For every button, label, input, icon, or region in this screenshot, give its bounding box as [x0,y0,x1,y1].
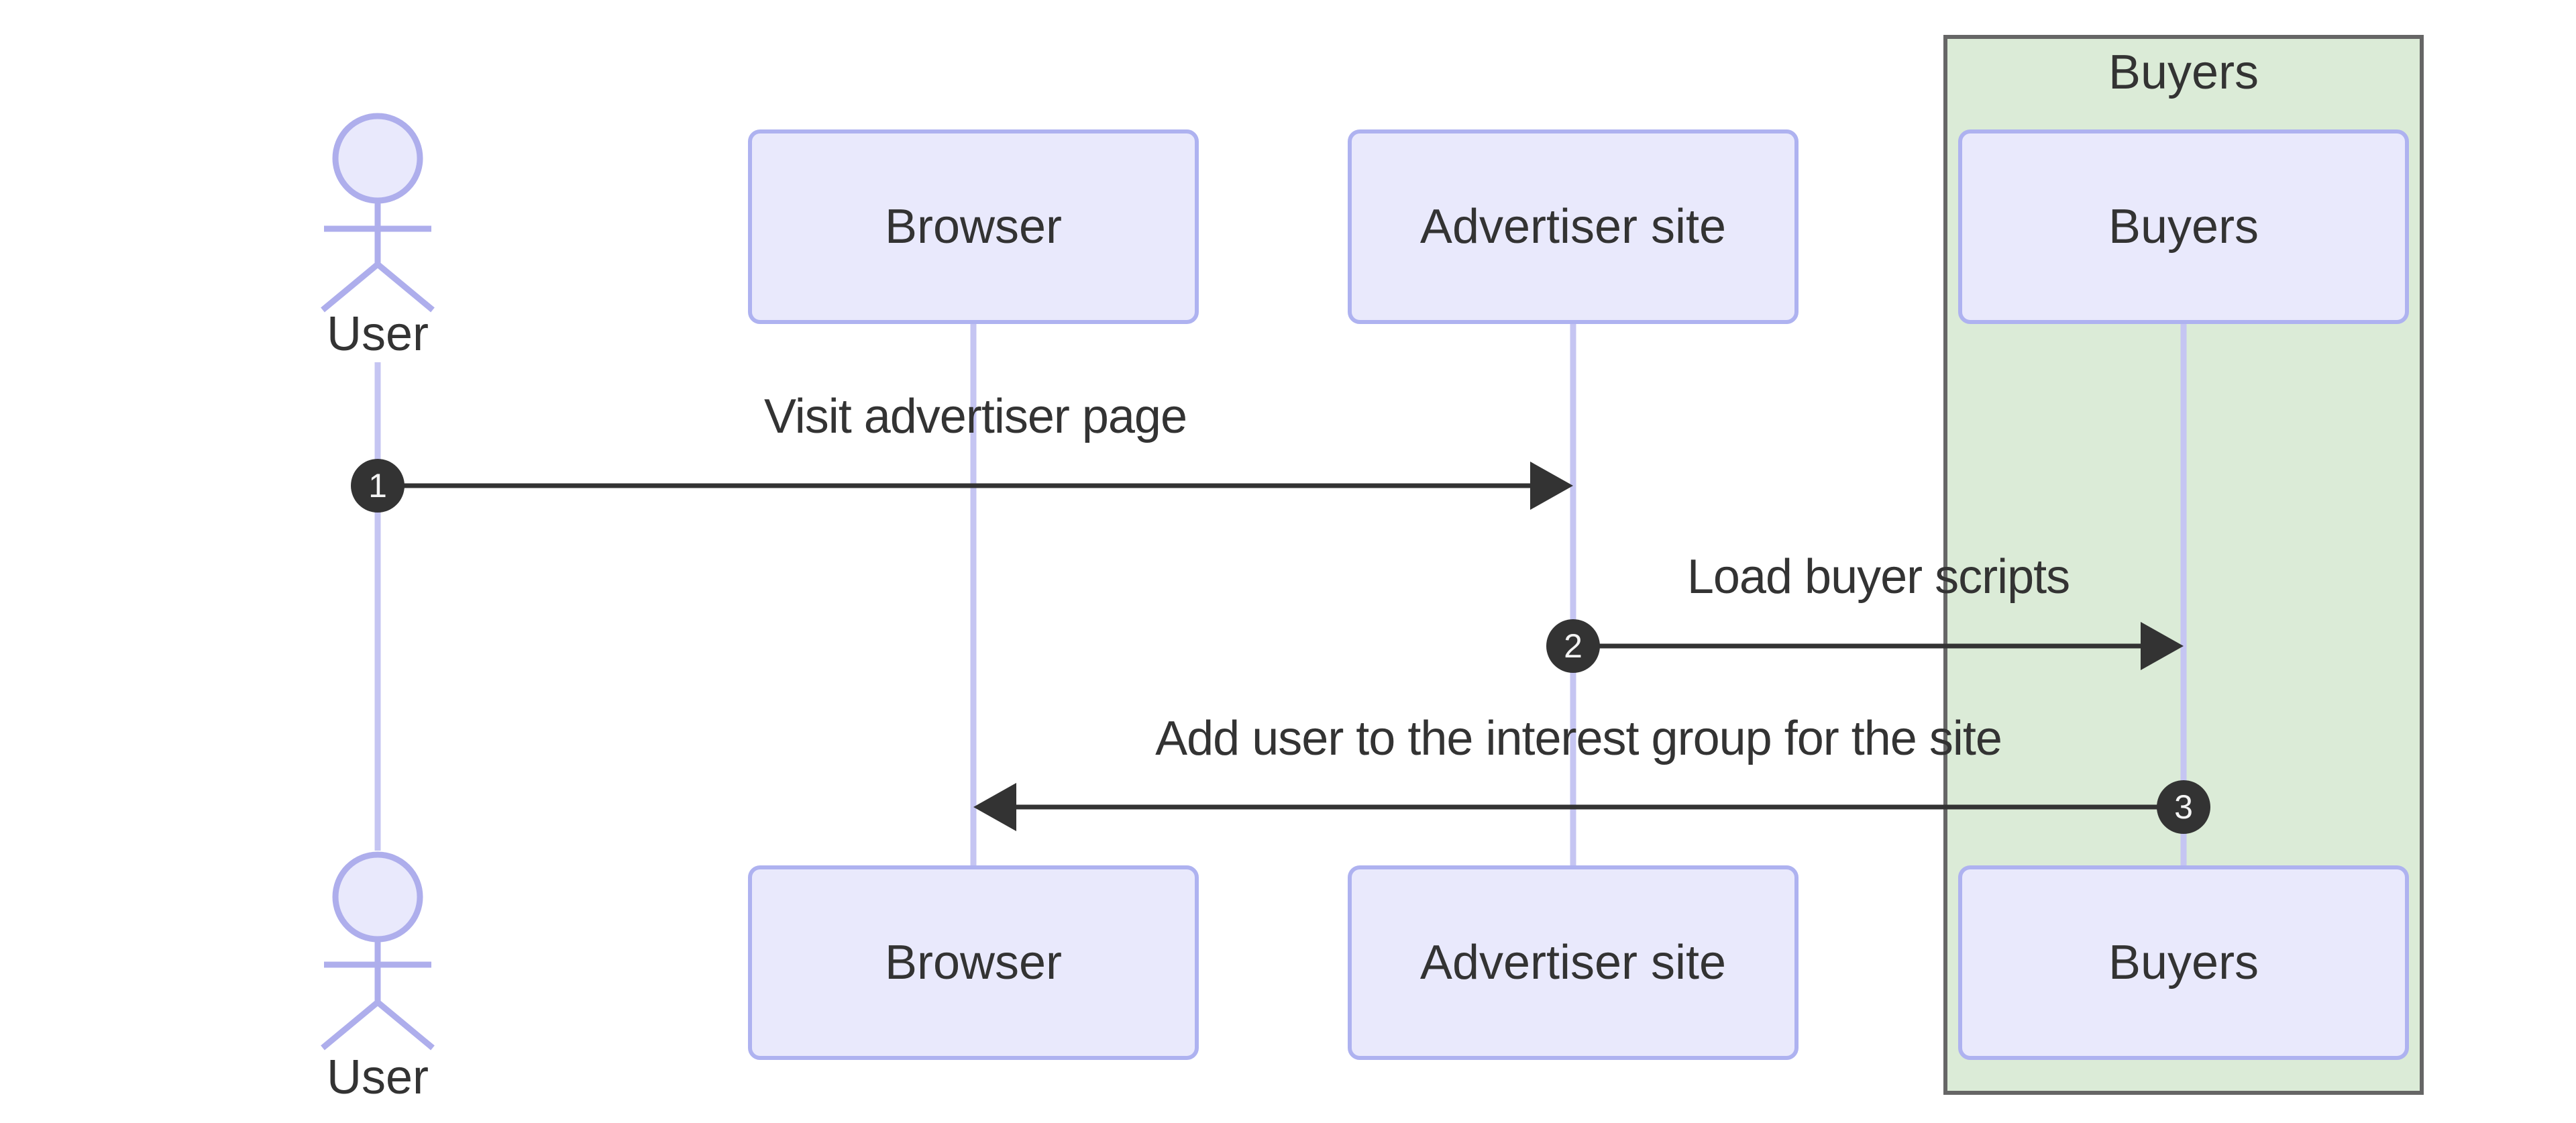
arrowhead-right-icon [2141,622,2184,670]
message-2-arrow [1573,622,2184,670]
participant-label: Browser [884,936,1063,990]
message-1-label: Visit advertiser page [763,390,1187,443]
message-1-sequence-badge: 1 [351,459,405,513]
participant-label: Advertiser site [1419,936,1727,990]
participant-buyers-bottom: Buyers [1958,865,2409,1060]
message-3-label: Add user to the interest group for the s… [1155,712,2002,765]
actor-head-icon [332,851,423,943]
message-3-arrow [973,783,2184,831]
actor-user-label-bottom: User [326,1051,429,1104]
participant-browser-bottom: Browser [748,865,1199,1060]
message-2-sequence-badge: 2 [1546,619,1600,673]
user-actor-figure-bottom [321,851,435,1051]
message-3-sequence-badge: 3 [2157,780,2210,834]
message-1-arrow [378,462,1573,510]
participant-browser-top: Browser [748,129,1199,324]
participant-label: Buyers [2108,936,2259,990]
participant-label: Browser [884,200,1063,254]
actor-user-label-top: User [326,307,429,361]
participant-label: Buyers [2108,200,2259,254]
actor-head-icon [332,113,423,204]
participant-advertiser-site-top: Advertiser site [1348,129,1799,324]
arrowhead-left-icon [973,783,1016,831]
message-2-label: Load buyer scripts [1686,550,2070,604]
participant-advertiser-site-bottom: Advertiser site [1348,865,1799,1060]
user-actor-figure-top [321,113,435,313]
participant-label: Advertiser site [1419,200,1727,254]
buyers-group-title: Buyers [2108,46,2259,99]
arrowhead-right-icon [1530,462,1573,510]
participant-buyers-top: Buyers [1958,129,2409,324]
